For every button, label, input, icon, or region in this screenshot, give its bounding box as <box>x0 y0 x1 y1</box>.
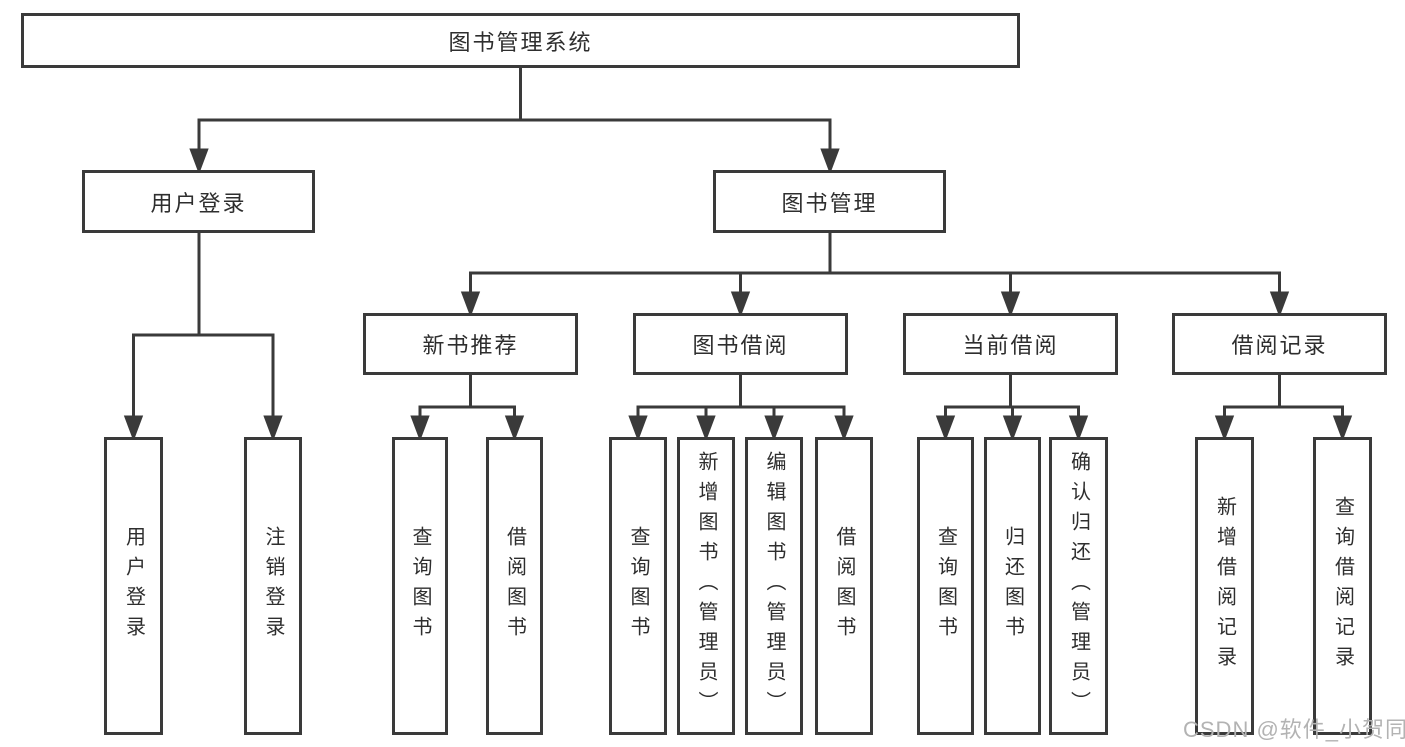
node-book-management: 图书管理 <box>713 170 946 233</box>
leaf-user-login: 用户登录 <box>104 437 163 735</box>
node-user-login: 用户登录 <box>82 170 315 233</box>
leaf-query-books-borrow: 查询图书 <box>609 437 667 735</box>
node-book-borrow: 图书借阅 <box>633 313 848 375</box>
leaf-logout: 注销登录 <box>244 437 302 735</box>
leaf-borrow-books: 借阅图书 <box>815 437 873 735</box>
csdn-watermark: CSDN @软件_小贺同学 <box>1183 717 1405 742</box>
leaf-add-borrow-record: 新增借阅记录 <box>1195 437 1254 735</box>
leaf-return-books: 归还图书 <box>984 437 1041 735</box>
leaf-confirm-return-admin: 确认归还（管理员） <box>1049 437 1108 735</box>
leaf-query-borrow-record: 查询借阅记录 <box>1313 437 1372 735</box>
leaf-query-books-current: 查询图书 <box>917 437 974 735</box>
leaf-edit-book-admin: 编辑图书（管理员） <box>745 437 803 735</box>
leaf-query-books-recommend: 查询图书 <box>392 437 448 735</box>
leaf-borrow-books-recommend: 借阅图书 <box>486 437 543 735</box>
leaf-add-book-admin: 新增图书（管理员） <box>677 437 735 735</box>
node-borrow-records: 借阅记录 <box>1172 313 1387 375</box>
node-current-borrow: 当前借阅 <box>903 313 1118 375</box>
node-new-book-recommend: 新书推荐 <box>363 313 578 375</box>
node-library-system: 图书管理系统 <box>21 13 1020 68</box>
